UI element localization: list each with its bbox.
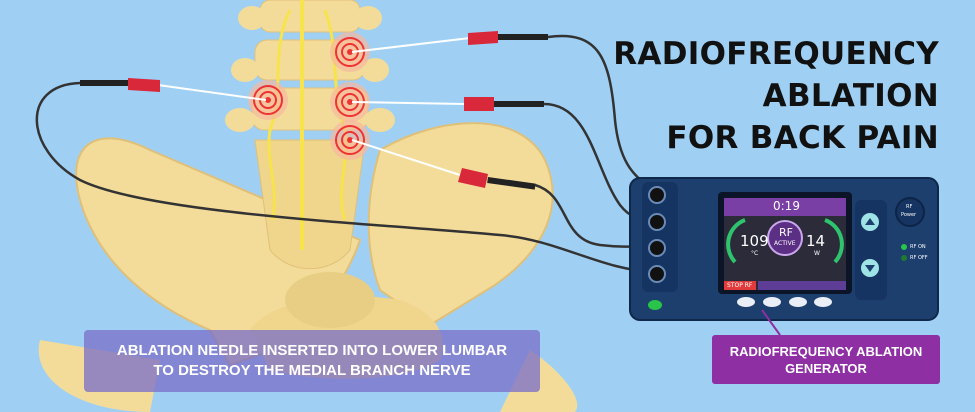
needle-4 <box>351 139 656 248</box>
rf-power-label-1: RF <box>906 204 913 210</box>
caption-needle-line-1: ABLATION NEEDLE INSERTED INTO LOWER LUMB… <box>116 342 508 359</box>
device-center-label-bottom: ACTIVE <box>774 240 796 247</box>
ablation-target-2 <box>248 80 288 120</box>
device-power-unit: W <box>814 250 820 257</box>
title-line-2: ABLATION <box>762 78 939 114</box>
ablation-target-4 <box>330 120 370 160</box>
rf-generator <box>629 177 939 336</box>
device-timer: 0:19 <box>773 199 800 213</box>
caption-needle: ABLATION NEEDLE INSERTED INTO LOWER LUMB… <box>84 330 540 392</box>
ablation-target-1 <box>330 32 370 72</box>
stop-rf-button[interactable]: STOP RF <box>727 282 753 289</box>
caption-generator-line-1: RADIOFREQUENCY ABLATION <box>729 343 923 359</box>
needle-2 <box>35 78 656 274</box>
rf-power-label-2: Power <box>901 212 917 218</box>
caption-needle-line-2: TO DESTROY THE MEDIAL BRANCH NERVE <box>153 362 471 379</box>
pelvis-bone <box>38 122 578 412</box>
device-temperature: 109 <box>740 232 769 250</box>
rf-off-label: RF OFF <box>910 255 928 261</box>
title-line-3: FOR BACK PAIN <box>666 120 939 156</box>
device-temperature-unit: °C <box>751 250 759 257</box>
caption-generator-line-2: GENERATOR <box>785 360 867 376</box>
rf-on-label: RF ON <box>910 244 926 250</box>
title-line-1: RADIOFREQUENCY <box>613 36 939 72</box>
ablation-target-3 <box>330 82 370 122</box>
device-center-label-top: RF <box>779 226 793 239</box>
needle-1 <box>351 31 656 192</box>
lumbar-spine <box>225 0 395 270</box>
caption-generator: RADIOFREQUENCY ABLATION GENERATOR <box>712 335 940 384</box>
device-power: 14 <box>806 232 826 250</box>
